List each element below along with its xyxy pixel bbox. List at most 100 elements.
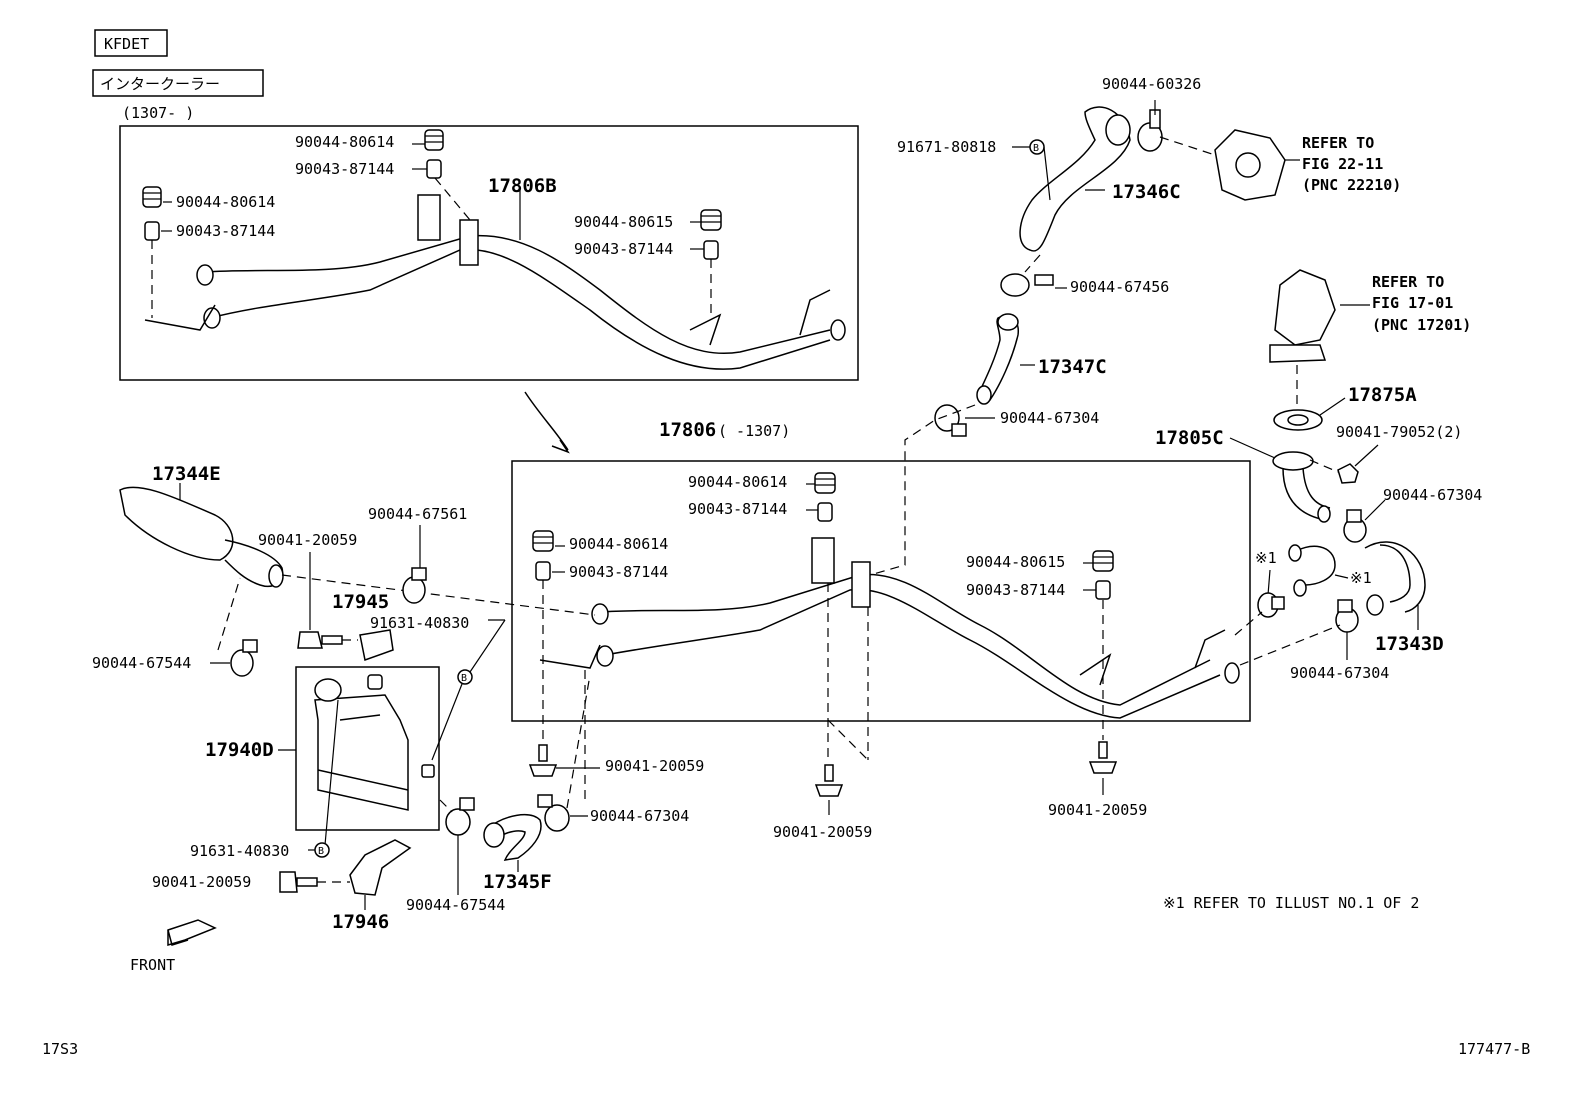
ref-pnc-17201: (PNC 17201) [1372,316,1471,334]
hose-17346c [1019,106,1131,252]
label-90041-79052: 90041-79052(2) [1336,423,1462,441]
grommet-icon [814,472,836,494]
label-17343d: 17343D [1375,633,1444,655]
label-17875a: 17875A [1348,384,1417,406]
label-17805c: 17805C [1155,427,1224,449]
date-range-top: (1307- ) [122,104,194,122]
label-90043-87144: 90043-87144 [574,240,673,258]
hose-17344e [119,486,284,588]
clamp-icon [1137,109,1163,152]
bracket-17946-icon [349,839,412,896]
label-17945: 17945 [332,591,389,613]
inset-box-17806b [119,125,859,381]
hose-ref-x1 [1288,544,1336,597]
bolt-icon [528,744,558,777]
pipe-assembly-17806b [144,194,846,370]
label-17946: 17946 [332,911,389,933]
label-17344e: 17344E [152,463,221,485]
clamp-icon [1000,273,1054,297]
label-90044-67561: 90044-67561 [368,505,467,523]
arrowhead-icon [551,439,570,454]
label-90044-67304: 90044-67304 [1383,486,1482,504]
bolt-icon [1088,741,1118,774]
section-name: インタークーラー [100,75,220,93]
collar-icon [426,159,442,179]
label-90043-87144: 90043-87144 [295,160,394,178]
front-label: FRONT [130,956,175,974]
section-name-box [92,69,264,97]
collar-icon [535,561,551,581]
intercooler-17940d [314,674,435,811]
label-90041-20059: 90041-20059 [1048,801,1147,819]
label-90044-80614: 90044-80614 [176,193,275,211]
label-91671-80818: 91671-80818 [897,138,996,156]
hose-17343d [1364,541,1426,616]
ref-refer-to: REFER TO [1302,134,1374,152]
nut-icon [1337,463,1359,484]
engine-code-box [94,29,168,57]
bolt-icon [297,631,343,649]
collar-icon [1095,580,1111,600]
label-90043-87144: 90043-87144 [688,500,787,518]
label-90044-67544: 90044-67544 [92,654,191,672]
front-arrow-icon [167,919,217,947]
footnote: ※1 REFER TO ILLUST NO.1 OF 2 [1163,894,1419,912]
label-90044-80614: 90044-80614 [569,535,668,553]
label-90044-67304: 90044-67304 [1290,664,1389,682]
clamp-icon [537,794,570,832]
label-17345f: 17345F [483,871,552,893]
label-90044-67544: 90044-67544 [406,896,505,914]
grommet-icon [700,209,722,231]
collar-icon [144,221,160,241]
label-90041-20059: 90041-20059 [258,531,357,549]
clamp-icon [445,797,475,836]
pipe-assembly-17806 [539,537,1240,719]
label-90044-80615: 90044-80615 [574,213,673,231]
mark-b [457,669,473,685]
mark-x1: ※1 [1350,569,1372,587]
transition-arrow [524,391,569,451]
grommet-icon [424,129,444,151]
clamp-icon [230,639,258,677]
label-90043-87144: 90043-87144 [966,581,1065,599]
clamp-icon [402,567,427,604]
hose-17347c [976,313,1019,405]
bracket-17945-icon [359,629,394,661]
collar-icon [817,502,833,522]
gasket-icon [1273,409,1323,431]
date-range-main: ( -1307) [718,422,790,440]
mark-b-label: B [318,846,324,857]
main-box-17806 [511,460,1251,722]
label-90044-67304: 90044-67304 [590,807,689,825]
label-90043-87144: 90043-87144 [176,222,275,240]
ref-fig-17-01: FIG 17-01 [1372,294,1453,312]
ref-refer-to-2: REFER TO [1372,273,1444,291]
page-code: 17S3 [42,1040,78,1058]
label-17346c: 17346C [1112,181,1181,203]
label-17347c: 17347C [1038,356,1107,378]
label-90041-20059: 90041-20059 [152,873,251,891]
intercooler-box [295,666,440,831]
mark-b-label: B [461,673,467,684]
label-17806: 17806 [659,419,716,441]
bolt-icon [279,871,318,893]
engine-code: KFDET [104,35,149,53]
label-90044-80615: 90044-80615 [966,553,1065,571]
label-90043-87144: 90043-87144 [569,563,668,581]
pipe-17805c [1272,451,1331,523]
water-outlet-icon [1269,269,1336,363]
label-90044-67456: 90044-67456 [1070,278,1169,296]
clamp-icon [1335,599,1359,633]
grommet-icon [1092,550,1114,572]
egr-valve-icon [1214,129,1286,201]
label-17940d: 17940D [205,739,274,761]
label-17806b: 17806B [488,175,557,197]
mark-b-label: B [1033,143,1039,154]
bolt-icon [814,764,844,797]
label-90044-67304: 90044-67304 [1000,409,1099,427]
clamp-icon [934,404,967,437]
illustration-number: 177477-B [1458,1040,1530,1058]
mark-x1: ※1 [1255,549,1277,567]
ref-fig-22-11: FIG 22-11 [1302,155,1383,173]
